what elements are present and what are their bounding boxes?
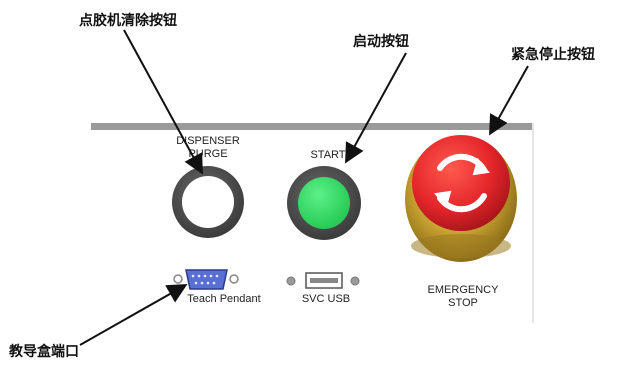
emergency-label-line2: STOP — [448, 297, 478, 309]
start-label: START — [310, 149, 346, 161]
dispenser-purge-button-face — [182, 176, 234, 228]
dispenser-purge-button[interactable] — [172, 166, 244, 238]
start-button-face — [298, 177, 350, 229]
emergency-stop-button[interactable] — [405, 135, 517, 262]
callout-dispenser-purge: 点胶机清除按钮 — [79, 13, 177, 29]
panel-top-bar — [91, 123, 532, 130]
start-button[interactable] — [287, 166, 361, 240]
dispenser-label-line1: DISPENSER — [176, 135, 240, 147]
arrow-teach-port — [79, 284, 188, 346]
emergency-label-line1: EMERGENCY — [427, 284, 499, 296]
panel-right-edge — [532, 123, 534, 323]
emergency-stop-cap — [412, 135, 510, 231]
callout-start: 启动按钮 — [353, 34, 409, 50]
arrow-emergency-stop — [489, 65, 529, 136]
callout-emergency-stop: 紧急停止按钮 — [511, 47, 595, 63]
db9-port-icon — [173, 269, 239, 290]
arrow-start — [345, 52, 407, 164]
callout-teach-port: 教导盒端口 — [9, 344, 79, 360]
arrow-dispenser-purge — [123, 29, 203, 175]
teach-pendant-label: Teach Pendant — [187, 293, 261, 305]
usb-port-icon — [286, 272, 360, 289]
rotate-arrows-icon — [434, 153, 490, 213]
svc-usb-label: SVC USB — [301, 293, 351, 305]
